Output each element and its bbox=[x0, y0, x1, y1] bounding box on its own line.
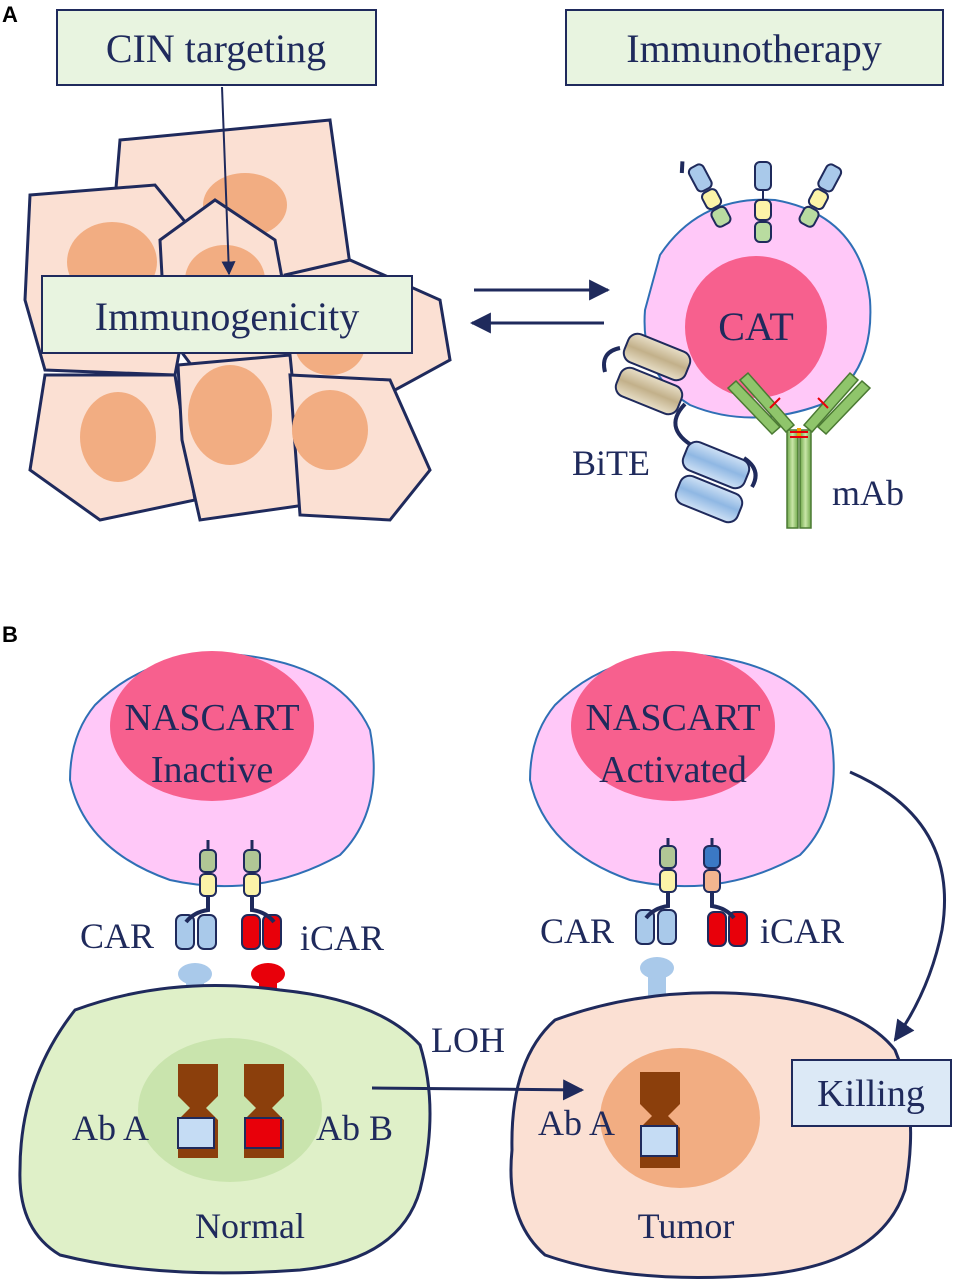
surface-receptors bbox=[679, 161, 843, 243]
cin-targeting-label: CIN targeting bbox=[106, 26, 326, 71]
loh-arrow bbox=[371, 1079, 585, 1101]
left-cell-state: Inactive bbox=[151, 749, 273, 791]
immunotherapy-label: Immunotherapy bbox=[626, 26, 882, 71]
bite-label: BiTE bbox=[572, 443, 650, 483]
monoclonal-antibody bbox=[726, 371, 872, 529]
right-cell-state: Activated bbox=[599, 749, 747, 791]
tumor-chromosome-a bbox=[640, 1072, 680, 1168]
left-car-label: CAR bbox=[80, 916, 154, 956]
right-icar-label: iCAR bbox=[760, 911, 844, 951]
killing-arrow bbox=[849, 770, 947, 1042]
immunogenicity-box bbox=[41, 275, 413, 354]
right-cell-title: NASCART bbox=[585, 697, 760, 739]
nascart-activated-cell bbox=[528, 651, 835, 888]
normal-cell-label: Normal bbox=[195, 1206, 305, 1246]
cin-targeting-box bbox=[56, 9, 377, 86]
left-icar-receptor bbox=[241, 840, 282, 950]
loh-label: LOH bbox=[431, 1020, 505, 1060]
left-car-receptor bbox=[175, 840, 217, 950]
panel-b-letter: B bbox=[2, 622, 18, 647]
killing-label: Killing bbox=[817, 1073, 925, 1115]
left-cell-title: NASCART bbox=[124, 697, 299, 739]
nascart-inactive-cell bbox=[68, 651, 375, 888]
tumor-cell-label: Tumor bbox=[638, 1206, 735, 1246]
right-car-receptor bbox=[635, 838, 677, 945]
mab-label: mAb bbox=[832, 473, 904, 513]
left-ab-b-label: Ab B bbox=[316, 1108, 393, 1148]
right-ab-a-label: Ab A bbox=[538, 1103, 615, 1143]
cat-label: CAT bbox=[718, 304, 794, 349]
left-ab-a-label: Ab A bbox=[72, 1108, 149, 1148]
immunogenicity-label: Immunogenicity bbox=[95, 294, 359, 339]
cin-to-immunogenicity-arrow bbox=[221, 86, 236, 276]
killing-box bbox=[791, 1059, 952, 1127]
left-icar-label: iCAR bbox=[300, 918, 384, 958]
bite-molecule bbox=[602, 332, 758, 524]
normal-chromosome-b bbox=[244, 1064, 284, 1158]
right-icar-receptor bbox=[703, 838, 748, 947]
right-car-label: CAR bbox=[540, 911, 614, 951]
cat-t-cell bbox=[643, 198, 872, 419]
normal-chromosome-a bbox=[177, 1064, 218, 1158]
immunotherapy-box bbox=[565, 9, 944, 86]
panel-a-letter: A bbox=[2, 2, 18, 27]
